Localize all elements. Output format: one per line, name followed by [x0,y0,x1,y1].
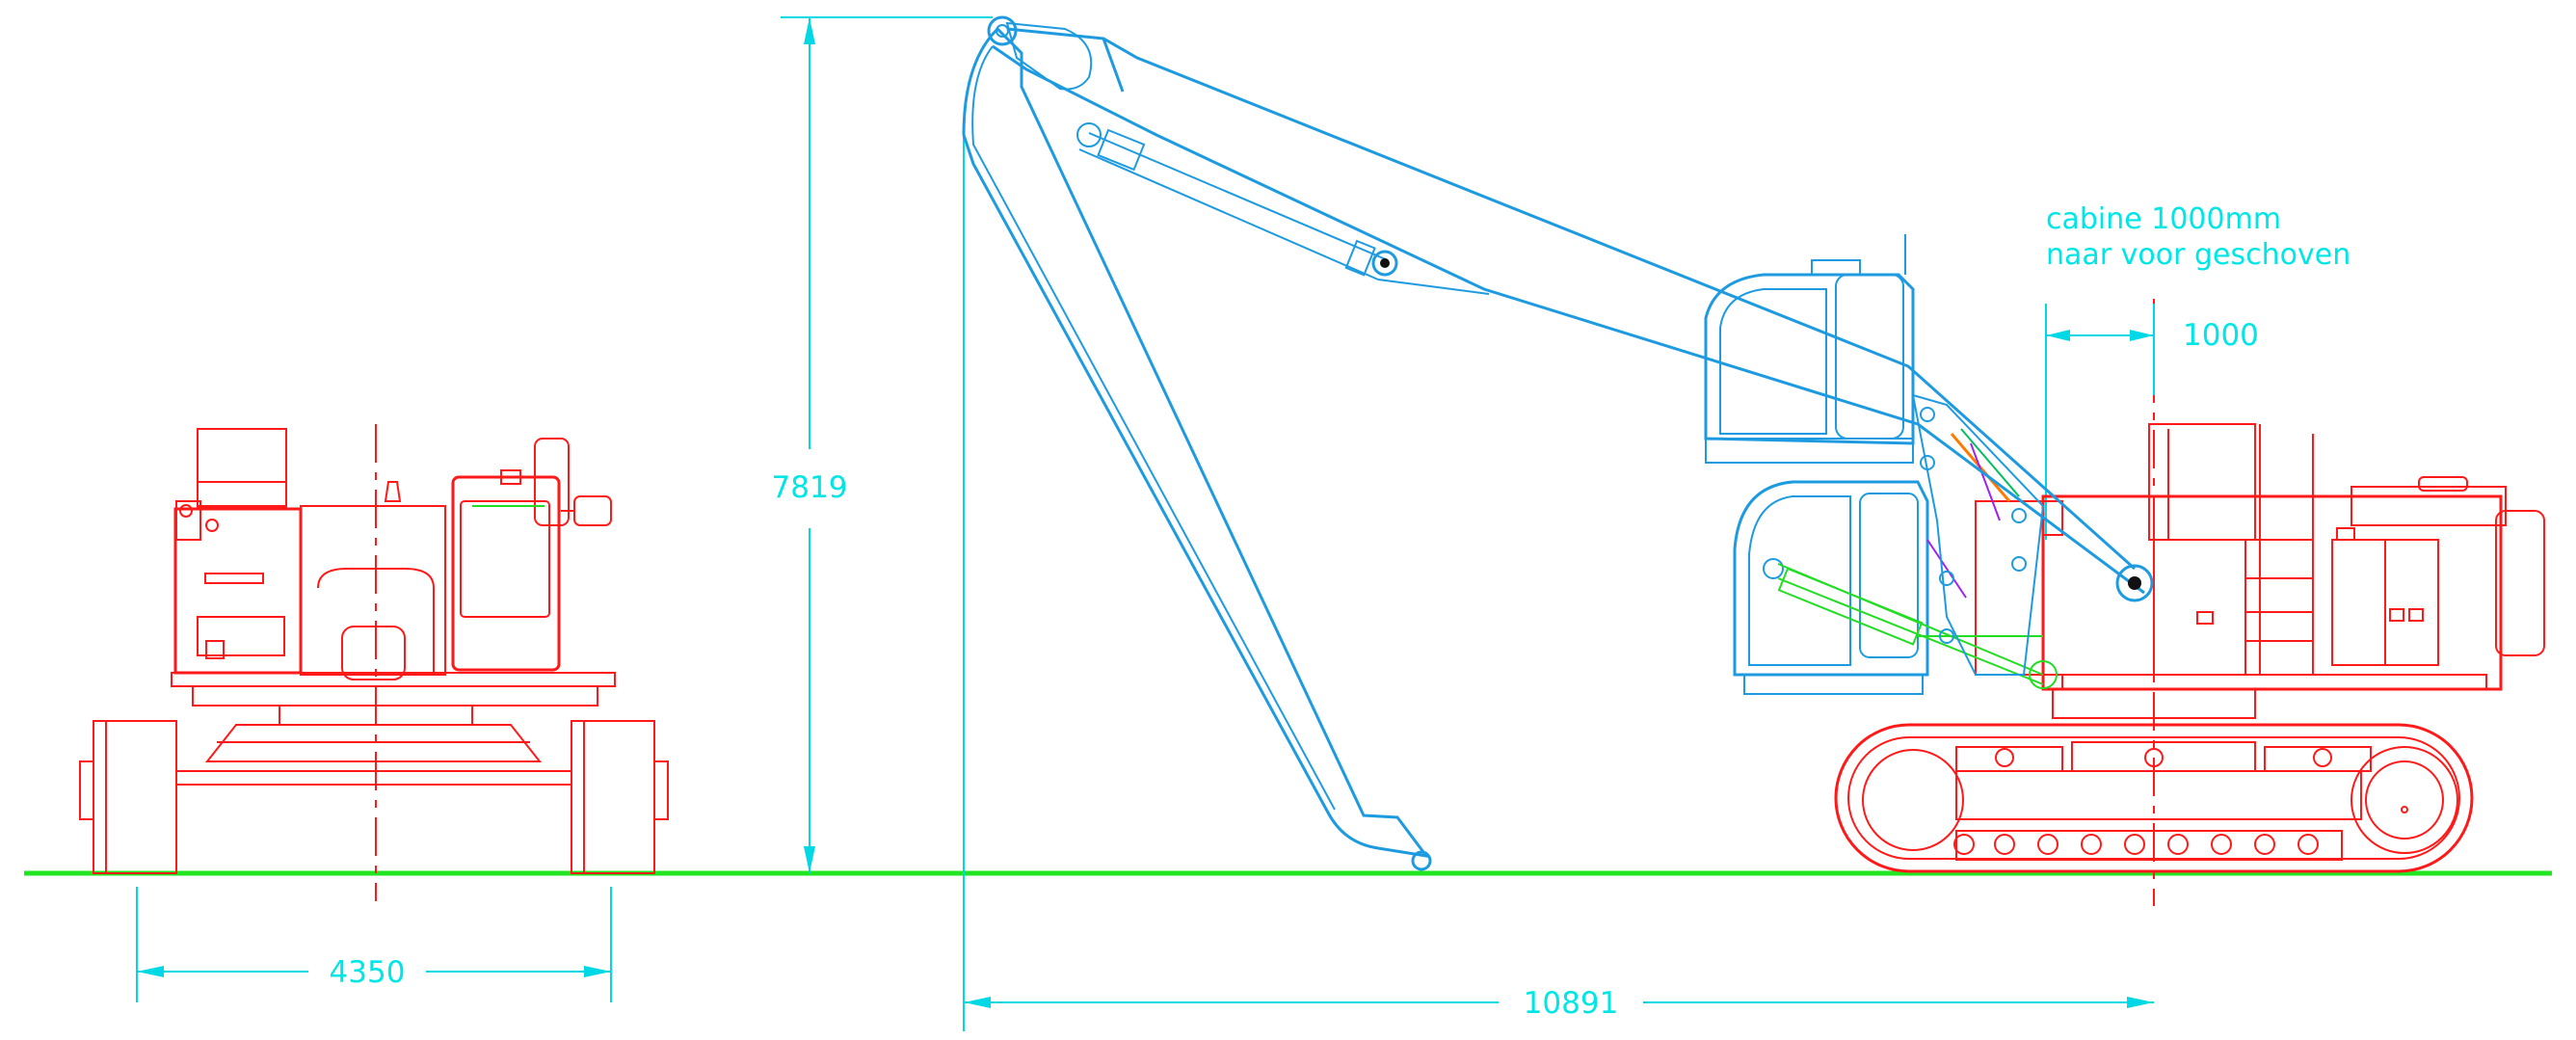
boom-cylinder-green [1777,563,2058,689]
arm-cylinder [1076,122,1490,295]
boom-foot [1975,495,2155,676]
front-view-excavator [79,424,669,901]
cab-offset-label: 1000 [2183,318,2259,353]
crawler-track [1834,723,2474,873]
lower-cabin [1733,480,1929,695]
track-idler-center [2401,806,2408,813]
cab-note-line1: cabine 1000mm [2046,202,2281,236]
height-dimension [781,16,993,873]
reach-dimension-label: 10891 [1524,986,1619,1021]
upper-structure [2041,423,2545,691]
hydraulic-lines [1926,428,2020,599]
reach-dimension [963,135,2155,1031]
shifted-cabin [1704,259,1915,464]
cab-note-line2: naar voor geschoven [2046,238,2350,272]
cab-linkage [1911,393,2045,676]
main-boom [992,21,2154,602]
track-rollers [1953,748,2332,855]
width-dimension [136,887,612,1002]
stick-arm [962,15,1432,871]
width-dimension-label: 4350 [330,955,406,990]
height-dimension-label: 7819 [772,470,848,505]
